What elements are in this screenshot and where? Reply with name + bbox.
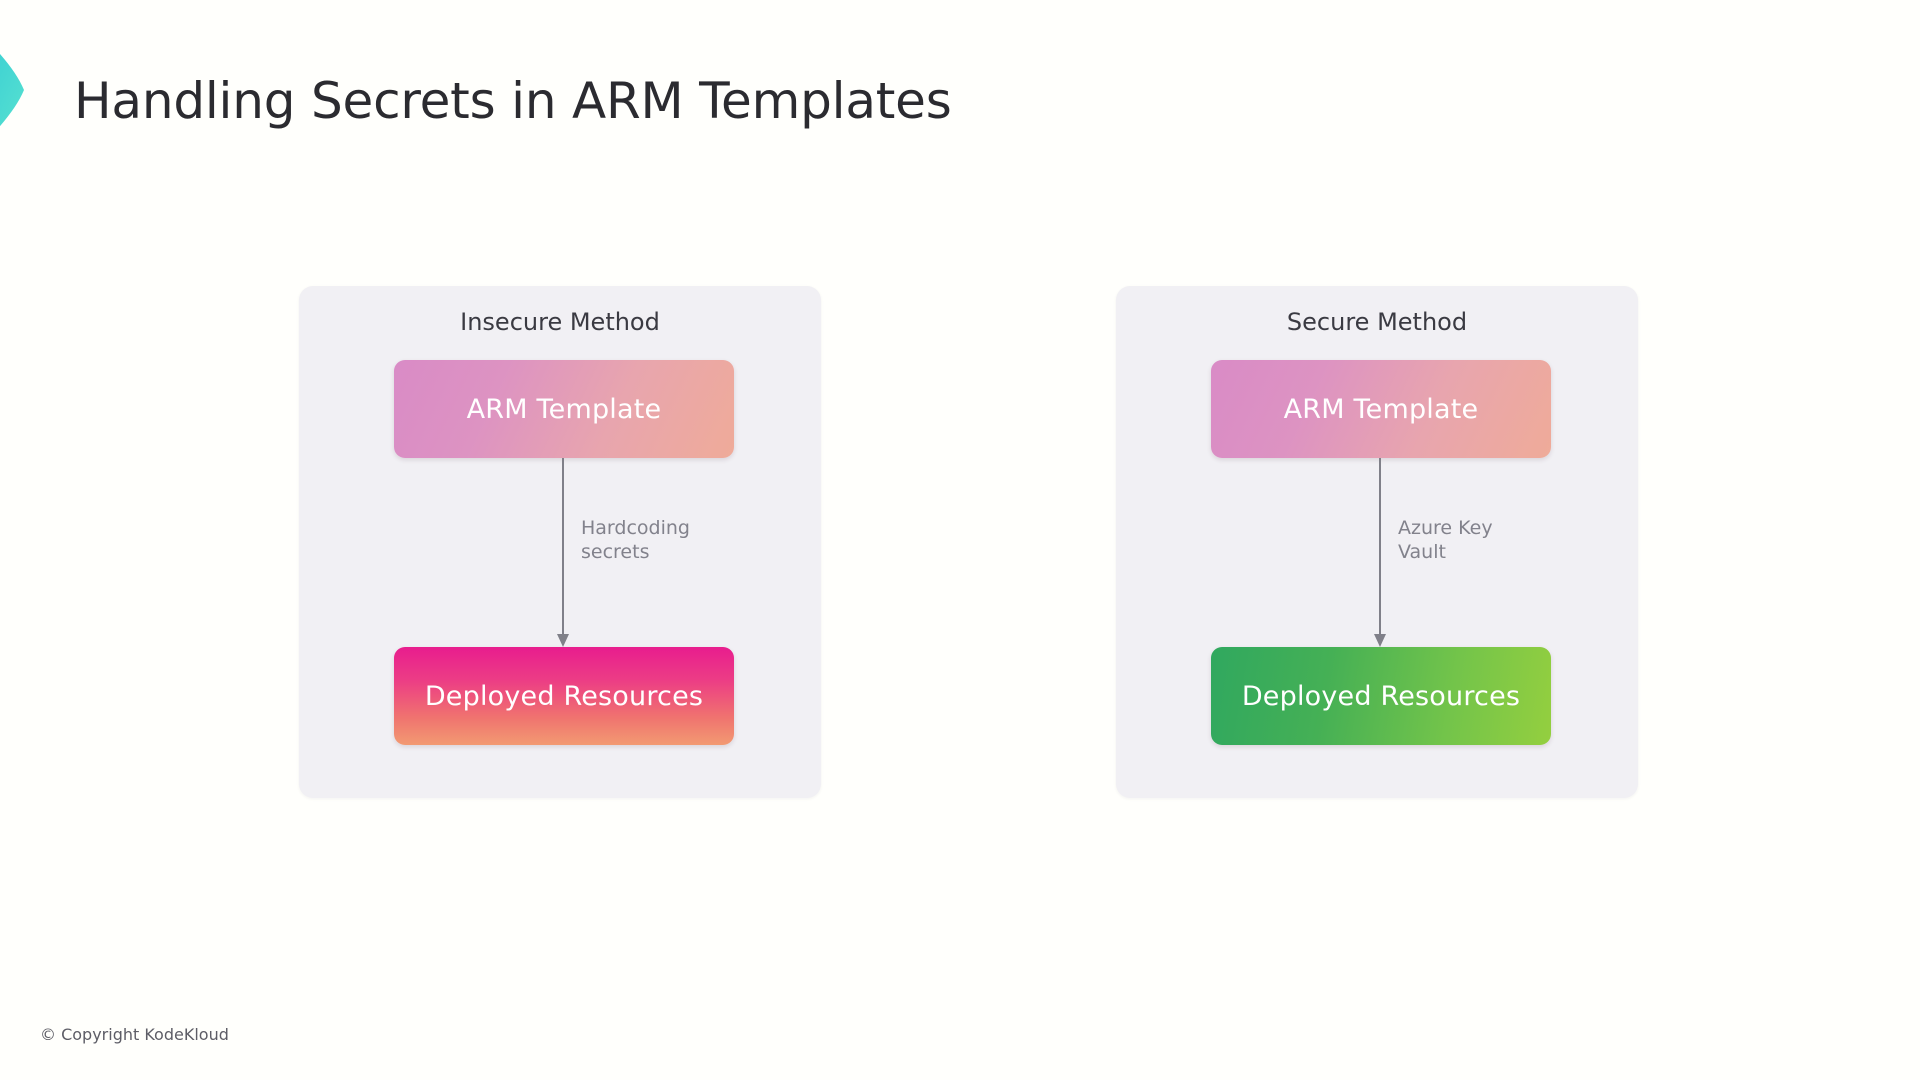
arm-template-box-insecure: ARM Template xyxy=(394,360,734,458)
connector-arrow-insecure xyxy=(557,458,569,648)
card-heading-insecure: Insecure Method xyxy=(460,308,660,336)
chevron-right-icon xyxy=(0,54,24,127)
connector-line xyxy=(562,458,564,636)
connector-label-secure: Azure Key Vault xyxy=(1398,517,1493,564)
connector-line xyxy=(1379,458,1381,636)
method-card-insecure: Insecure Method ARM Template Hardcoding … xyxy=(299,286,821,798)
copyright-text: © Copyright KodeKloud xyxy=(40,1025,229,1044)
connector-arrow-secure xyxy=(1374,458,1386,648)
arrow-head-icon xyxy=(557,634,569,647)
arm-template-box-secure: ARM Template xyxy=(1211,360,1551,458)
arrow-head-icon xyxy=(1374,634,1386,647)
connector-label-insecure: Hardcoding secrets xyxy=(581,517,690,564)
deployed-resources-box-insecure: Deployed Resources xyxy=(394,647,734,745)
diagram-container: Insecure Method ARM Template Hardcoding … xyxy=(0,286,1920,806)
page-title: Handling Secrets in ARM Templates xyxy=(74,72,952,130)
card-heading-secure: Secure Method xyxy=(1286,308,1468,336)
deployed-resources-box-secure: Deployed Resources xyxy=(1211,647,1551,745)
method-card-secure: Secure Method ARM Template Azure Key Vau… xyxy=(1116,286,1638,798)
